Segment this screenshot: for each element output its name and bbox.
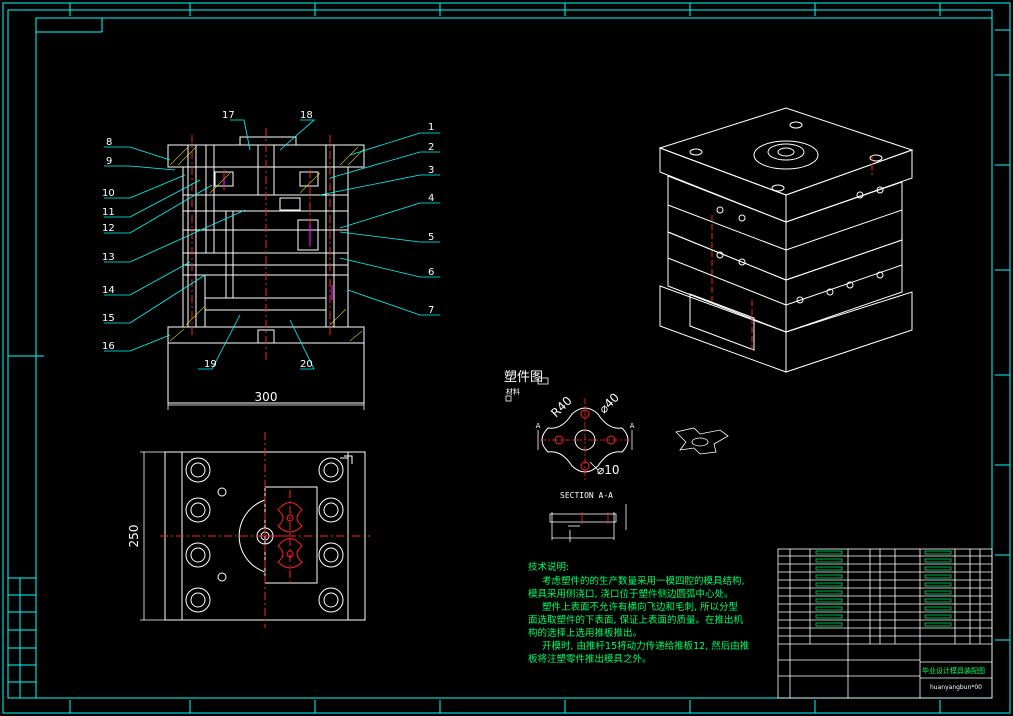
tech-notes-heading: 技术说明: xyxy=(528,561,569,573)
dimension-width: 300 xyxy=(255,390,278,404)
dimension-d40: ⌀40 xyxy=(596,390,622,416)
part-label: 17 xyxy=(222,110,235,121)
tech-note-line: 开模时, 由推杆15将动力传递给推板12, 然后由推 xyxy=(542,640,750,652)
part-label: 11 xyxy=(102,207,115,218)
part-label: 14 xyxy=(102,285,115,296)
leader-lines xyxy=(104,119,440,370)
dimension-height: 250 xyxy=(127,525,141,548)
part-label: 13 xyxy=(102,252,115,263)
part-material-label: 材料 xyxy=(506,387,520,396)
part-label: 18 xyxy=(300,110,313,121)
part-label: 19 xyxy=(204,359,217,370)
part-label: 1 xyxy=(428,122,434,133)
part-label: 10 xyxy=(102,188,115,199)
tech-notes: 技术说明: 考虑塑件的的生产数量采用一模四腔的模具结构, 模具采用侧浇口, 浇口… xyxy=(528,561,750,665)
tech-note-line: 模具采用侧浇口, 浇口位于塑件侧边圆弧中心处。 xyxy=(528,588,734,600)
tech-note-line: 板将注塑零件推出模具之外。 xyxy=(528,653,652,665)
dimension-d10: ⌀10 xyxy=(597,463,620,477)
section-mark: A xyxy=(536,422,541,430)
isometric-view xyxy=(658,107,914,373)
title-block-fills xyxy=(815,550,952,627)
part-label: 7 xyxy=(428,305,434,316)
part-label: 16 xyxy=(102,341,115,352)
part-drawing-title: 塑件图 xyxy=(504,370,543,385)
part-label: 20 xyxy=(300,359,313,370)
title-block xyxy=(777,548,993,699)
part-label: 4 xyxy=(428,193,434,204)
part-drawing: 塑件图 材料 A A R40 ⌀40 ⌀10 SECTION A-A xyxy=(504,370,729,542)
tech-note-line: 面选取塑件的下表面, 保证上表面的质量。在推出机 xyxy=(528,614,744,626)
front-section-view: 300 xyxy=(167,128,365,410)
part-label: 2 xyxy=(428,142,434,153)
tech-note-line: 考虑塑件的的生产数量采用一模四腔的模具结构, xyxy=(542,575,745,587)
margin-table xyxy=(7,577,37,699)
isometric-centerlines xyxy=(711,155,873,350)
part-label: 5 xyxy=(428,232,434,243)
title-block-title: 毕业设计模具装配图 xyxy=(922,666,985,675)
part-label: 15 xyxy=(102,313,115,324)
part-label: 6 xyxy=(428,267,434,278)
plan-view: 250 xyxy=(127,432,370,628)
tech-note-line: 塑件上表面不允许有横向飞边和毛刺, 所以分型 xyxy=(542,601,739,613)
part-label: 12 xyxy=(102,223,115,234)
part-label: 3 xyxy=(428,165,434,176)
part-numbers: 1 2 3 4 5 6 7 8 9 10 11 12 13 14 15 16 1… xyxy=(102,110,434,370)
section-mark: A xyxy=(630,422,635,430)
section-label: SECTION A-A xyxy=(560,491,613,500)
part-label: 8 xyxy=(106,137,112,148)
tech-note-line: 构的选择上选用推板推出。 xyxy=(528,627,642,639)
part-label: 9 xyxy=(106,156,112,167)
title-block-code: huanyangbun*00 xyxy=(930,684,982,691)
frame-ticks xyxy=(69,3,1010,713)
